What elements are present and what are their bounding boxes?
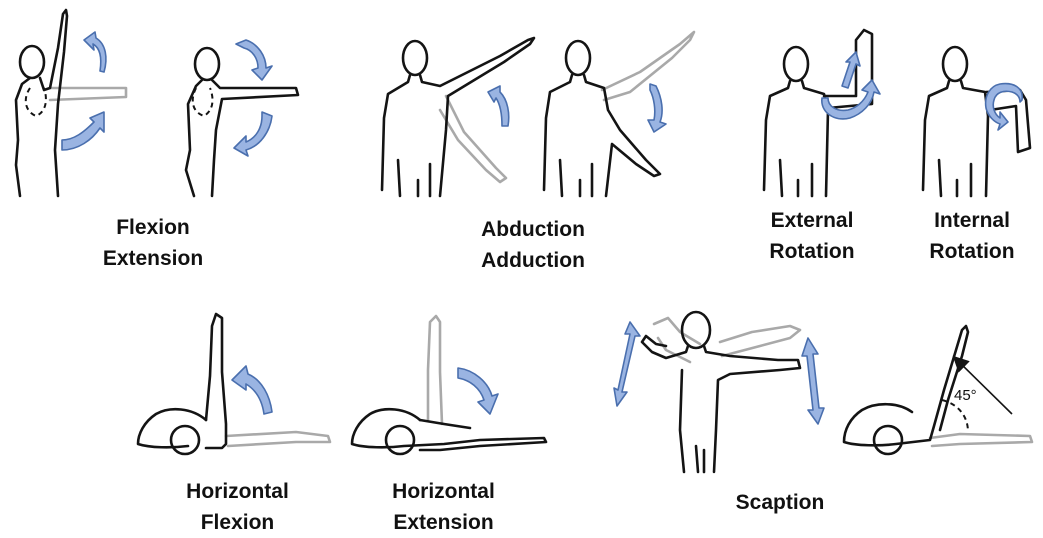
extension-arrow-up-icon [236,40,272,80]
caption-horizontal-flexion: Horizontal Flexion [170,476,305,538]
adduction-arrow-icon [648,84,666,132]
caption-line: Abduction [458,214,608,245]
caption-line: Extension [88,243,218,274]
scaption-side-figure [844,326,1032,454]
angle-label: 45° [954,387,977,404]
caption-line: Extension [376,507,511,538]
caption-line: Rotation [752,236,872,267]
horizontal-extension-arrow-icon [458,368,498,414]
caption-horizontal-extension: Horizontal Extension [376,476,511,538]
caption-flexion-extension: Flexion Extension [88,212,218,274]
caption-line: Horizontal [170,476,305,507]
flexion-arrow-up-icon [84,32,106,72]
caption-internal-rotation: Internal Rotation [912,205,1032,267]
caption-line: Internal [912,205,1032,236]
caption-line: Flexion [170,507,305,538]
scaption-left-arrow-icon [614,322,640,406]
horizontal-extension-figure [352,316,546,454]
internal-rotation-figure [923,47,1030,196]
scaption-front-figure [642,312,800,472]
caption-line: Adduction [458,245,608,276]
flexion-arrow-low-icon [62,112,104,150]
horizontal-flexion-figure [138,314,330,454]
caption-scaption: Scaption [720,487,840,518]
horizontal-flexion-arrow-icon [232,366,272,414]
caption-line: Flexion [88,212,218,243]
caption-line: Scaption [720,487,840,518]
flexion-figure [16,10,126,196]
abduction-arrow-icon [488,86,509,126]
caption-line: Rotation [912,236,1032,267]
scaption-angle-arrow-icon [955,358,1012,414]
caption-line: External [752,205,872,236]
adduction-figure [544,32,694,196]
scaption-right-arrow-icon [802,338,824,424]
extension-figure [186,48,298,196]
caption-external-rotation: External Rotation [752,205,872,267]
caption-line: Horizontal [376,476,511,507]
caption-abduction-adduction: Abduction Adduction [458,214,608,276]
abduction-figure [382,38,534,196]
extension-arrow-low-icon [234,112,272,156]
